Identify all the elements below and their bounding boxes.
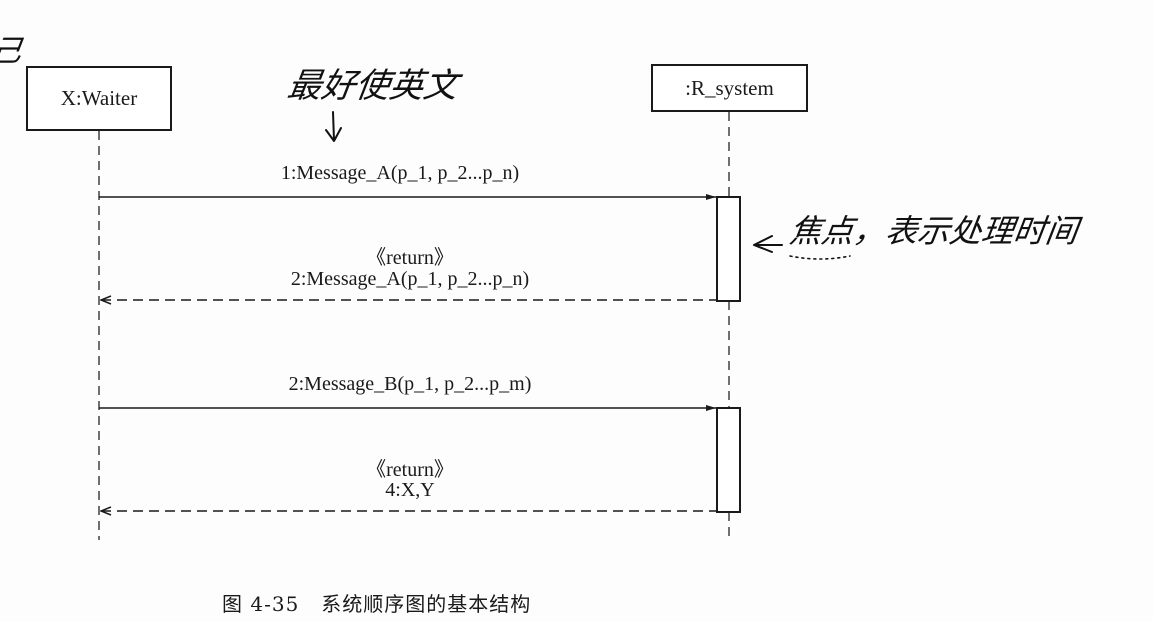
message-4-stereotype: 《return》 bbox=[366, 459, 454, 481]
message-3-label: 2:Message_B(p_1, p_2...p_m) bbox=[288, 373, 532, 395]
handwritten-down-arrow bbox=[325, 111, 342, 142]
handwritten-note-top: 最好使英文 bbox=[284, 66, 461, 106]
message-4-label: 4:X,Y bbox=[385, 479, 435, 501]
activation-bar-2 bbox=[716, 407, 741, 513]
lifeline-system-label: :R_system bbox=[685, 75, 774, 100]
message-2-label: 2:Message_A(p_1, p_2...p_n) bbox=[290, 268, 530, 290]
lifeline-waiter-box: X:Waiter bbox=[26, 66, 172, 131]
activation-bar-1 bbox=[716, 196, 741, 302]
handwritten-note-right: 焦点，表示处理时间 bbox=[787, 212, 1081, 250]
figure-caption: 图 4-35 系统顺序图的基本结构 bbox=[222, 588, 531, 617]
lifeline-waiter-label: X:Waiter bbox=[60, 86, 138, 110]
message-2-stereotype: 《return》 bbox=[366, 247, 454, 269]
message-1-label: 1:Message_A(p_1, p_2...p_n) bbox=[280, 162, 520, 184]
lifeline-system-box: :R_system bbox=[651, 64, 808, 112]
handwritten-dotted-underline bbox=[789, 255, 851, 260]
handwritten-left-arrow bbox=[753, 235, 783, 253]
figure-number: 图 4-35 bbox=[222, 592, 300, 616]
figure-title: 系统顺序图的基本结构 bbox=[321, 592, 532, 616]
